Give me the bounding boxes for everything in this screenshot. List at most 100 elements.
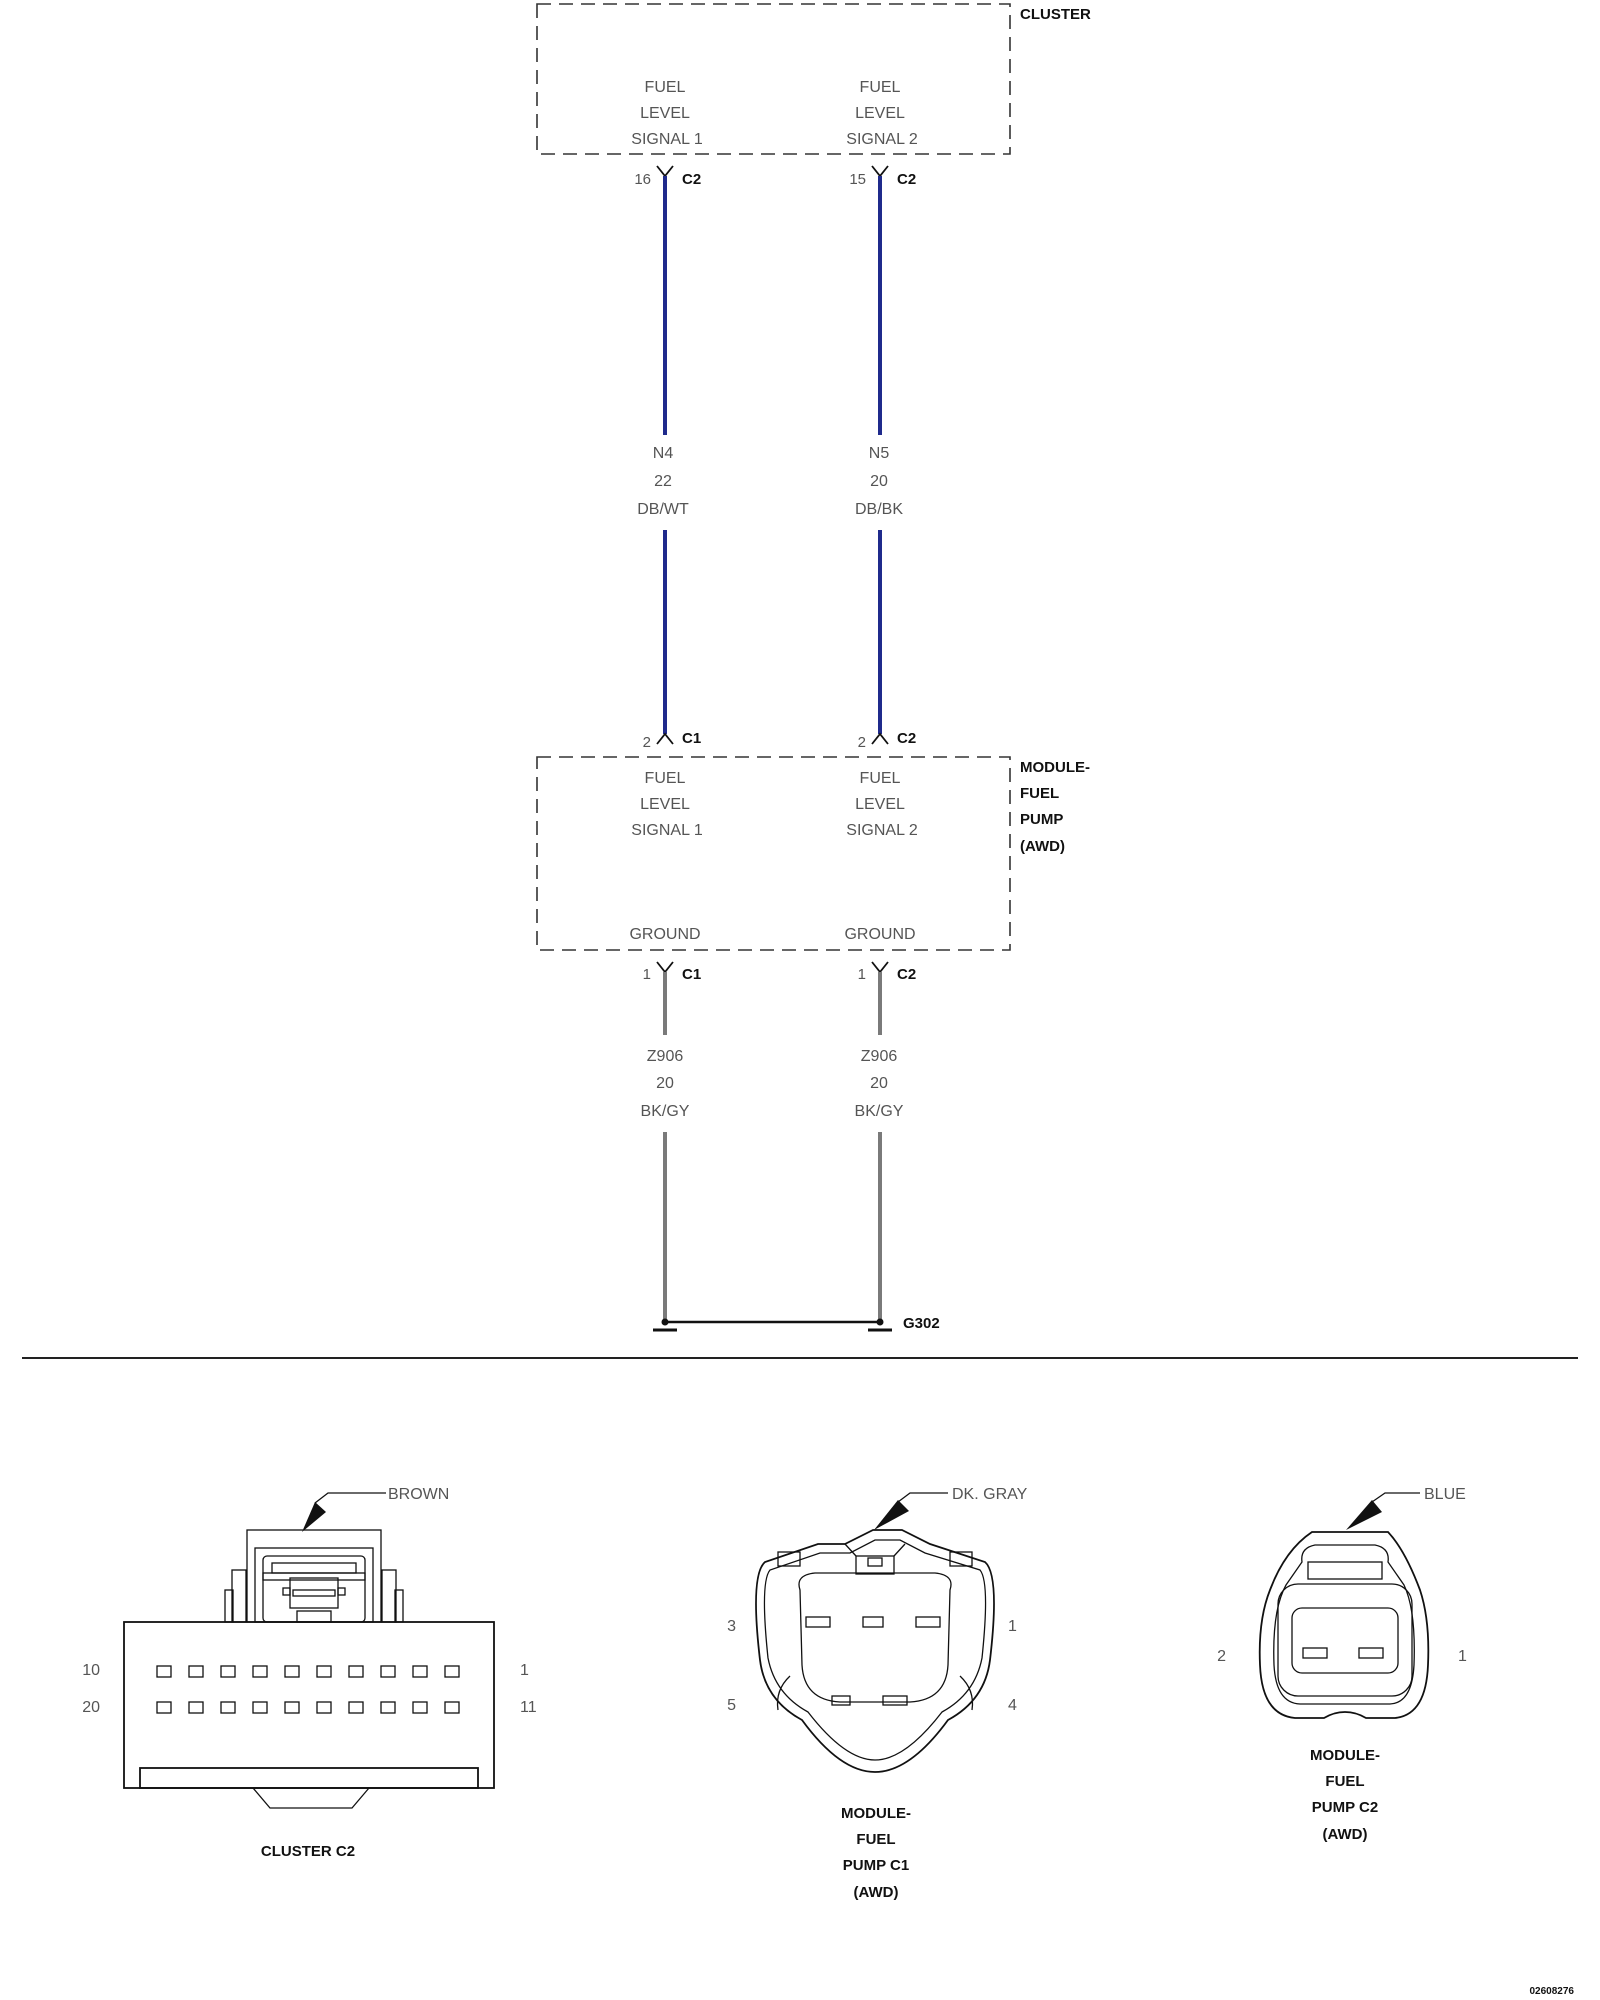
cluster-func2-line3: SIGNAL 2	[846, 131, 918, 148]
connector-title-line2: FUEL	[856, 1831, 895, 1848]
latch-line	[893, 1543, 906, 1557]
callout-leader	[1371, 1492, 1420, 1503]
wire-n5: N5 20 DB/BK	[855, 176, 903, 734]
latch-pin	[337, 1587, 346, 1596]
connector-title-line1: MODULE-	[1310, 1747, 1380, 1764]
pin-number: 1	[643, 966, 651, 983]
pin-cavity	[252, 1665, 268, 1678]
pin-cavity-2	[1302, 1647, 1328, 1659]
pin-cavity	[252, 1701, 268, 1714]
pin-number: 2	[643, 734, 651, 751]
fuel-pump-module-component: MODULE- FUEL PUMP (AWD) FUEL LEVEL SIGNA…	[536, 756, 1090, 951]
pin-cavity	[156, 1701, 172, 1714]
connector-body	[123, 1621, 495, 1789]
side-post-right	[381, 1569, 397, 1623]
pin-cavity	[220, 1701, 236, 1714]
connector-title: CLUSTER C2	[261, 1843, 355, 1860]
pin-label-bottom-left: 20	[82, 1699, 100, 1716]
pin-label-top-right: 1	[520, 1662, 529, 1679]
housing-outer	[755, 1529, 995, 1773]
terminal-fork	[656, 165, 674, 178]
connector-id: C2	[897, 966, 916, 983]
cluster-func1-line3: SIGNAL 1	[631, 131, 703, 148]
latch-lock	[289, 1577, 339, 1609]
pin-cavity-grid	[156, 1665, 460, 1714]
ground-g302: G302	[653, 1315, 940, 1332]
wire-color: DB/WT	[637, 501, 689, 518]
pin-cavity	[220, 1665, 236, 1678]
module-c2-pin-2-terminal: 2 C2	[858, 730, 917, 751]
wire-color: BK/GY	[855, 1103, 904, 1120]
connector-id: C2	[897, 730, 916, 747]
pump-c2-connector-view: BLUE 2 1 MODULE- FUEL PUMP C2 (AWD)	[1217, 1486, 1467, 1843]
pin-cavity	[348, 1701, 364, 1714]
wire-gauge: 20	[656, 1075, 674, 1092]
pin-cavity	[412, 1665, 428, 1678]
cluster-c2-connector-view: BROWN 10 1 20 11 CLUSTER C2	[82, 1486, 537, 1860]
cluster-func2-line2: LEVEL	[855, 105, 905, 122]
pin-cavity	[412, 1701, 428, 1714]
housing-mid	[763, 1539, 987, 1761]
module-func1-line3: SIGNAL 1	[631, 822, 703, 839]
housing-mid	[1273, 1544, 1415, 1705]
terminal-fork	[656, 961, 674, 974]
connector-id: C1	[682, 966, 701, 983]
pin-cavity-1	[1358, 1647, 1384, 1659]
module-ground1-label: GROUND	[629, 926, 700, 943]
pin-label-bottom-left: 5	[727, 1697, 736, 1714]
module-c2-pin-1-terminal: 1 C2	[858, 961, 916, 983]
wire-circuit: Z906	[647, 1048, 684, 1065]
wire-circuit: N4	[653, 445, 674, 462]
cluster-box	[536, 3, 1011, 155]
module-title-line2: FUEL	[1020, 785, 1059, 802]
wire-color: DB/BK	[855, 501, 903, 518]
housing-face-outer	[1277, 1583, 1413, 1697]
wire-n4: N4 22 DB/WT	[637, 176, 689, 734]
latch-pin	[282, 1587, 291, 1596]
pin-cavity-4	[882, 1695, 908, 1706]
latch-rail	[262, 1572, 366, 1581]
wire-z906-right: Z906 20 BK/GY	[855, 972, 904, 1323]
splice-dot	[876, 1318, 884, 1326]
module-title-line4: (AWD)	[1020, 838, 1065, 855]
cluster-pin-16-terminal: 16 C2	[634, 165, 701, 188]
pin-label-bottom-right: 4	[1008, 1697, 1017, 1714]
module-ground2-label: GROUND	[844, 926, 915, 943]
wire-gauge: 20	[870, 473, 888, 490]
pin-number: 15	[849, 171, 866, 188]
module-func2-line1: FUEL	[860, 770, 901, 787]
connector-color-label: BLUE	[1424, 1486, 1466, 1503]
pin-label-top-left: 10	[82, 1662, 100, 1679]
terminal-fork	[656, 732, 674, 745]
connector-title-line2: FUEL	[1325, 1773, 1364, 1790]
pin-cavity	[380, 1701, 396, 1714]
pin-number: 16	[634, 171, 651, 188]
connector-id: C1	[682, 730, 701, 747]
pin-cavity	[188, 1665, 204, 1678]
pin-label-top-right: 1	[1008, 1618, 1017, 1635]
pin-cavity	[316, 1665, 332, 1678]
pin-number: 2	[858, 734, 866, 751]
housing-contour-right	[959, 1675, 974, 1711]
side-tab-left	[777, 1551, 801, 1567]
connector-color-label: DK. GRAY	[952, 1486, 1028, 1503]
connector-title-line4: (AWD)	[1323, 1826, 1368, 1843]
ground-label: G302	[903, 1315, 940, 1332]
pin-cavity	[348, 1665, 364, 1678]
pin-number: 1	[858, 966, 866, 983]
latch-lock	[867, 1557, 883, 1567]
pin-label-top-left: 3	[727, 1618, 736, 1635]
connector-title-line4: (AWD)	[854, 1884, 899, 1901]
latch-line	[844, 1543, 857, 1557]
connector-title-line3: PUMP C2	[1312, 1799, 1378, 1816]
module-c1-pin-1-terminal: 1 C1	[643, 961, 701, 983]
pin-cavity-1	[915, 1616, 941, 1628]
callout-leader	[897, 1492, 948, 1503]
figure-id: 02608276	[1530, 1986, 1575, 1997]
connector-id: C2	[682, 171, 701, 188]
wire-z906-left: Z906 20 BK/GY	[641, 972, 690, 1323]
callout-arrow	[874, 1500, 909, 1530]
housing-inner	[798, 1572, 952, 1703]
module-func2-line2: LEVEL	[855, 796, 905, 813]
